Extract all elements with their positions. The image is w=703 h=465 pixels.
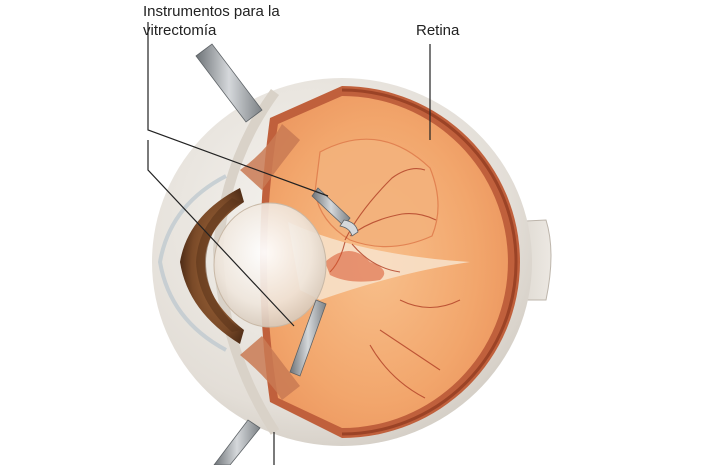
hemorrhage: [325, 251, 385, 282]
cornea: [157, 174, 227, 352]
instruments-label: Instrumentos para la vitrectomía: [143, 2, 280, 40]
traction-membrane: [288, 222, 470, 300]
iris: [180, 188, 244, 344]
instruments-leader-lines: [147, 22, 329, 327]
ciliary-body: [240, 124, 300, 190]
instruments-label-line2: vitrectomía: [143, 22, 217, 39]
vitrectomy-instrument-upper: [195, 43, 359, 237]
instruments-label-line1: Instrumentos para la: [143, 3, 280, 20]
vitrectomy-instrument-lower: [213, 299, 327, 465]
retina-label: Retina: [416, 22, 460, 39]
choroid-line: [341, 88, 518, 436]
lens: [213, 202, 327, 328]
